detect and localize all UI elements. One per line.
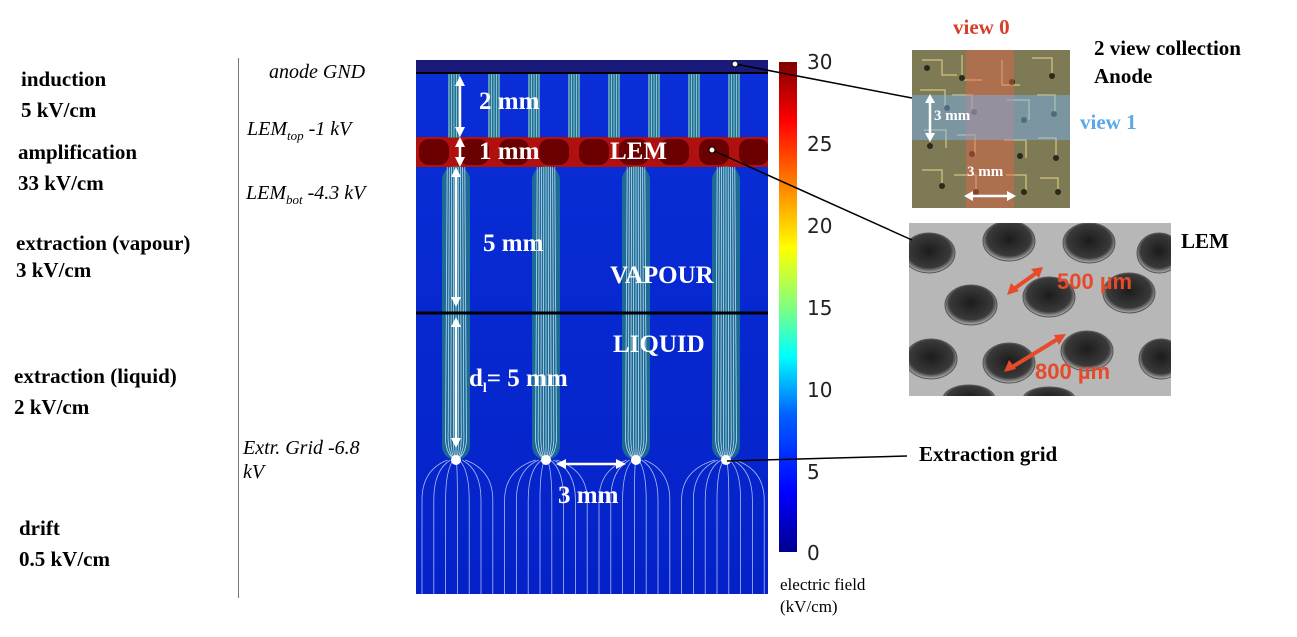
field-line [553, 459, 576, 594]
field-line [459, 459, 470, 594]
colorbar [779, 62, 797, 552]
lem-segment [499, 139, 529, 165]
grid-wire [541, 455, 551, 465]
region-field: 2 kV/cm [14, 395, 90, 419]
arrow-vapour-gap-head [451, 167, 461, 177]
field-line [641, 459, 659, 594]
colorbar-tick: 25 [807, 132, 833, 156]
region-field: 5 kV/cm [21, 98, 97, 122]
anode-label: anode GND [269, 61, 366, 83]
field-line [716, 459, 725, 594]
lem-segment [579, 139, 609, 165]
arrow-pitch-head [616, 459, 626, 469]
field-line [704, 459, 722, 594]
colorbar-tick: 30 [807, 50, 833, 74]
field-line [550, 459, 564, 594]
lem-segment [459, 139, 489, 165]
field-line [433, 459, 451, 594]
colorbar-tick: 0 [807, 541, 820, 565]
field-line [610, 459, 630, 594]
liquid-label: LIQUID [613, 331, 705, 358]
field-line [735, 459, 765, 594]
lem-segment [699, 139, 729, 165]
arrow-pitch-head [556, 459, 566, 469]
field-line [693, 459, 719, 594]
field-line [421, 459, 448, 594]
grid-wire [631, 455, 641, 465]
region-name: extraction (vapour) [16, 231, 191, 255]
view0-label: view 0 [953, 15, 1010, 39]
view1-label: view 1 [1080, 110, 1137, 134]
field-line [622, 459, 633, 594]
field-line [681, 459, 716, 594]
divider-line [238, 58, 239, 598]
colorbar-caption: electric field (kV/cm) [780, 575, 866, 616]
lem-bot-label: LEMbot -4.3 kV [246, 182, 366, 207]
gap-lem-label: 1 mm [479, 138, 540, 165]
region-field: 0.5 kV/cm [19, 547, 110, 571]
field-line [445, 459, 454, 594]
region-field: 3 kV/cm [16, 258, 92, 282]
field-line [729, 459, 741, 594]
lem-hole-label: 500 µm [1057, 269, 1133, 294]
field-line [726, 459, 730, 594]
arrow-liquid-gap-head [451, 317, 461, 327]
anode-photo: 3 mm 3 mm [912, 50, 1070, 208]
anode-title-line1: 2 view collection [1094, 36, 1241, 60]
field-line [556, 459, 588, 594]
field-line [504, 459, 536, 594]
region-field: 33 kV/cm [18, 171, 104, 195]
field-line [455, 459, 458, 594]
grid-pitch-label: 3 mm [558, 482, 619, 509]
field-line [539, 459, 545, 594]
field-map: 2 mm 1 mm LEM 5 mm VAPOUR LIQUID dl= 5 m… [416, 60, 768, 594]
field-line [634, 459, 636, 594]
arrow-lem-gap-head [455, 137, 465, 147]
colorbar-tick: 15 [807, 296, 833, 320]
arrow-lem-gap-head [455, 157, 465, 167]
arrow-anode-gap-head [455, 76, 465, 86]
lem-segment [739, 139, 768, 165]
lem-segment [659, 139, 689, 165]
colorbar-tick: 20 [807, 214, 833, 238]
lem-segment [619, 139, 649, 165]
lem-top-label: LEMtop -1 kV [247, 118, 352, 143]
extraction-grid-label: Extraction grid [919, 442, 1058, 466]
lem-label: LEM [610, 138, 667, 165]
anode-pitch-v: 3 mm [934, 108, 971, 124]
lem-segment [539, 139, 569, 165]
arrow-liquid-gap-head [451, 438, 461, 448]
arrow-anode-gap-head [455, 127, 465, 137]
anode-title-line2: Anode [1094, 64, 1153, 88]
region-name: amplification [18, 140, 137, 164]
lem-segment [419, 139, 449, 165]
arrow-vapour-gap-head [451, 297, 461, 307]
anode-plate [416, 60, 768, 72]
grid-wire [451, 455, 461, 465]
field-line [462, 459, 482, 594]
gap-anode-label: 2 mm [479, 88, 540, 115]
field-line [527, 459, 542, 594]
region-name: extraction (liquid) [14, 364, 177, 388]
field-line [638, 459, 647, 594]
colorbar-tick: 10 [807, 378, 833, 402]
field-line [732, 459, 753, 594]
field-line [547, 459, 553, 594]
lem-inset-title: LEM [1181, 229, 1229, 253]
lem-pitch-label: 800 µm [1035, 359, 1111, 384]
grid-label: Extr. Grid -6.8 kV [243, 437, 360, 483]
region-name: drift [19, 516, 60, 540]
vapour-label: VAPOUR [610, 262, 714, 289]
field-line [465, 459, 494, 594]
field-lines [416, 60, 768, 594]
anode-pitch-h: 3 mm [967, 164, 1004, 180]
field-line [644, 459, 671, 594]
grid-wire [721, 455, 731, 465]
gap-liquid-label: dl= 5 mm [469, 365, 568, 396]
lem-photo: 500 µm 800 µm [909, 223, 1171, 396]
gap-vapour-label: 5 mm [483, 230, 544, 257]
colorbar-tick: 5 [807, 460, 820, 484]
field-line [516, 459, 539, 594]
region-name: induction [21, 67, 107, 91]
